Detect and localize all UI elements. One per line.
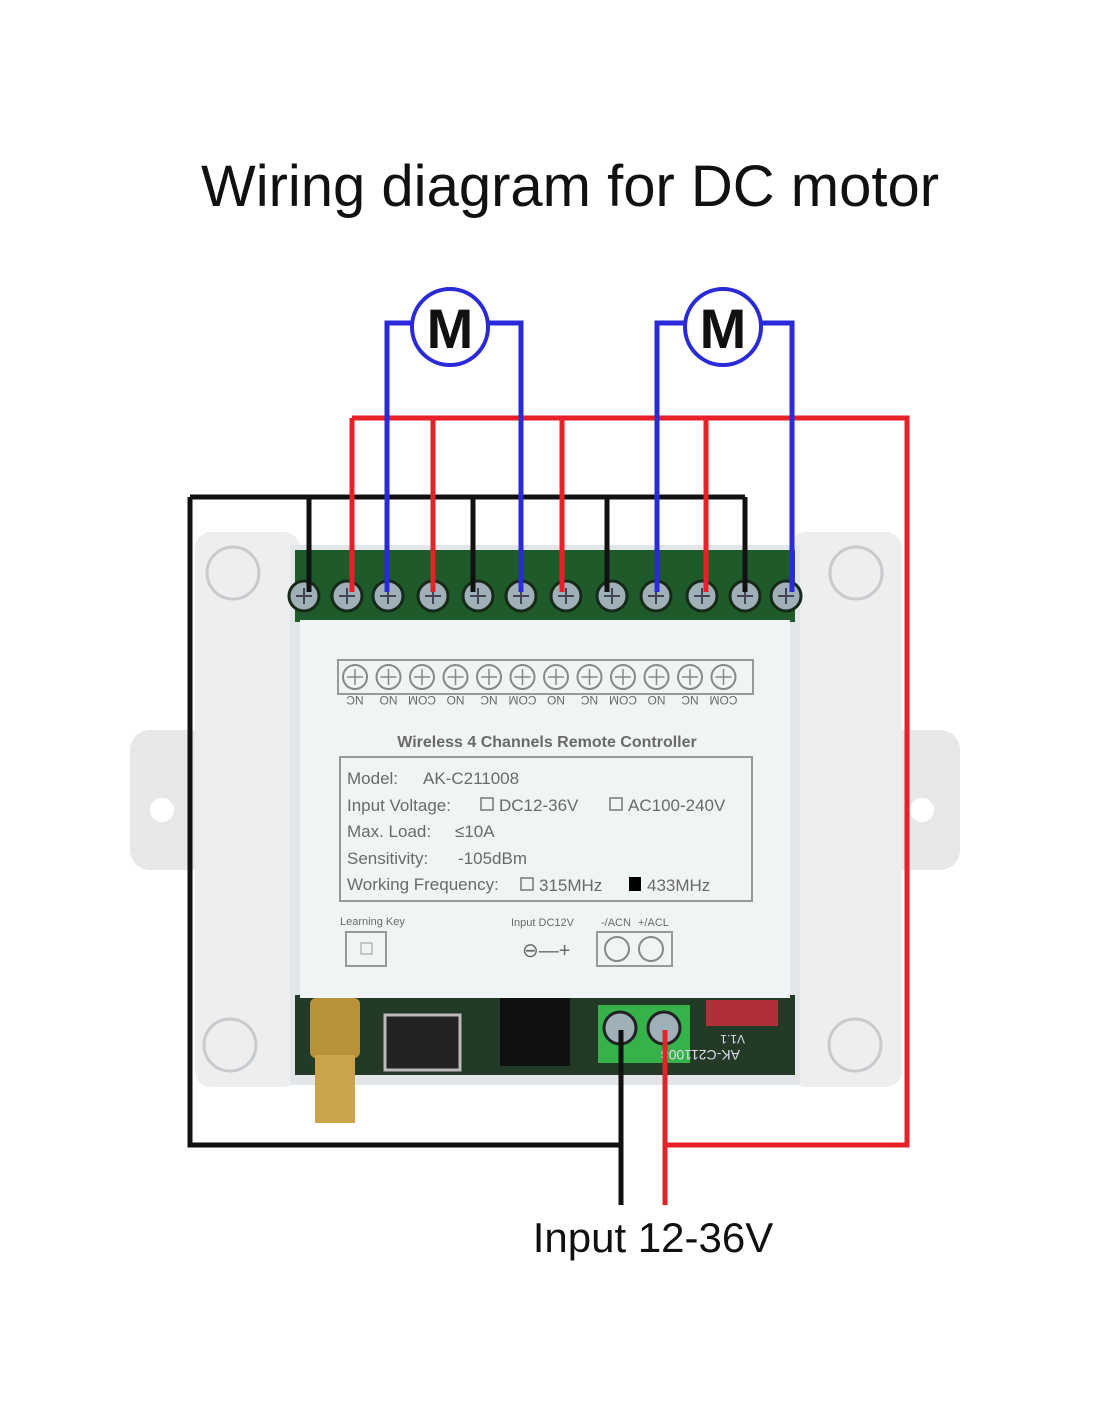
frequency-label: Working Frequency:: [347, 875, 499, 894]
dc-jack-icon: ⊖—+: [522, 940, 570, 962]
model-label: Model:: [347, 769, 398, 788]
label-screw-icon: [409, 664, 435, 690]
power-terminal-neg-label: -/ACN: [601, 917, 631, 929]
terminal-label: NC: [346, 693, 364, 707]
label-screw-icon: [643, 664, 670, 690]
terminal-label: NC: [681, 693, 699, 707]
terminal-screw: [769, 579, 803, 613]
terminal-label: COM: [509, 693, 537, 707]
checkbox-ac: [609, 797, 623, 811]
label-screw-icon: [710, 664, 737, 690]
checkbox-315: [520, 877, 534, 891]
terminal-screw: [685, 579, 719, 613]
terminal-label: NC: [581, 693, 599, 707]
frequency-option-433: 433MHz: [647, 876, 710, 895]
max-load-label: Max. Load:: [347, 822, 431, 841]
input-voltage-label: Input Voltage:: [347, 796, 451, 815]
voltage-option-ac: AC100-240V: [628, 796, 726, 815]
motor-icon: [683, 287, 763, 367]
terminal-label: NO: [648, 693, 666, 707]
terminal-label: NO: [447, 693, 465, 707]
voltage-option-dc: DC12-36V: [499, 796, 579, 815]
terminal-label: NC: [480, 693, 498, 707]
sensitivity-value: -105dBm: [458, 849, 527, 868]
label-screw-icon: [476, 664, 502, 690]
terminal-label: COM: [609, 693, 637, 707]
label-screw-icon: [342, 664, 368, 690]
terminal-block: [287, 579, 803, 613]
negative-wire: [187, 494, 748, 1205]
motor-2: M: [683, 287, 763, 367]
label-screw-icon: [375, 664, 402, 690]
terminal-label: NO: [547, 693, 565, 707]
terminal-screw: [549, 579, 583, 613]
diagram-title: Wiring diagram for DC motor: [201, 154, 939, 219]
label-screw-icon: [543, 664, 569, 690]
input-dc-label: Input DC12V: [511, 917, 575, 929]
terminal-label: NO: [380, 693, 398, 707]
label-screw-icon: [610, 664, 636, 690]
checkbox-433-checked: [629, 877, 641, 891]
positive-wire: [349, 415, 910, 1205]
label-screw-icon: [677, 664, 703, 690]
pcb-model-text: AK-C211008: [661, 1047, 740, 1063]
wires: [187, 320, 910, 1205]
terminal-screw: [287, 579, 321, 613]
terminal-screw: [330, 579, 364, 613]
learning-key-button: [345, 931, 387, 967]
device-name: Wireless 4 Channels Remote Controller: [397, 734, 697, 751]
terminal-screw: [461, 579, 495, 613]
motor-1-label: M: [427, 297, 474, 360]
pcb-version-text: V1.1: [720, 1032, 745, 1046]
motor-1: M: [410, 287, 490, 367]
frequency-option-315: 315MHz: [539, 876, 602, 895]
motor-2-wires: [654, 320, 795, 592]
terminal-label: COM: [710, 693, 738, 707]
input-voltage-caption: Input 12-36V: [533, 1214, 774, 1261]
controller-housing: AK-C211008 V1.1: [130, 532, 960, 1123]
label-screw-icon: [576, 664, 603, 690]
max-load-value: ≤10A: [455, 822, 495, 841]
motor-1-wires: [384, 320, 524, 592]
device-label: NC NO COM NO NC COM NO NC COM NO NC COM Wireless 4 …: [337, 659, 754, 967]
sensitivity-label: Sensitivity:: [347, 849, 428, 868]
terminal-label: COM: [408, 693, 436, 707]
label-screw-icon: [509, 664, 536, 690]
learning-key-label: Learning Key: [340, 916, 405, 928]
motor-icon: [410, 287, 490, 367]
label-screw-icon: [442, 664, 469, 690]
terminal-screw: [595, 579, 629, 613]
checkbox-dc: [480, 797, 494, 811]
power-terminal-pos-label: +/ACL: [638, 917, 669, 929]
motor-2-label: M: [700, 297, 747, 360]
model-value: AK-C211008: [423, 769, 519, 788]
